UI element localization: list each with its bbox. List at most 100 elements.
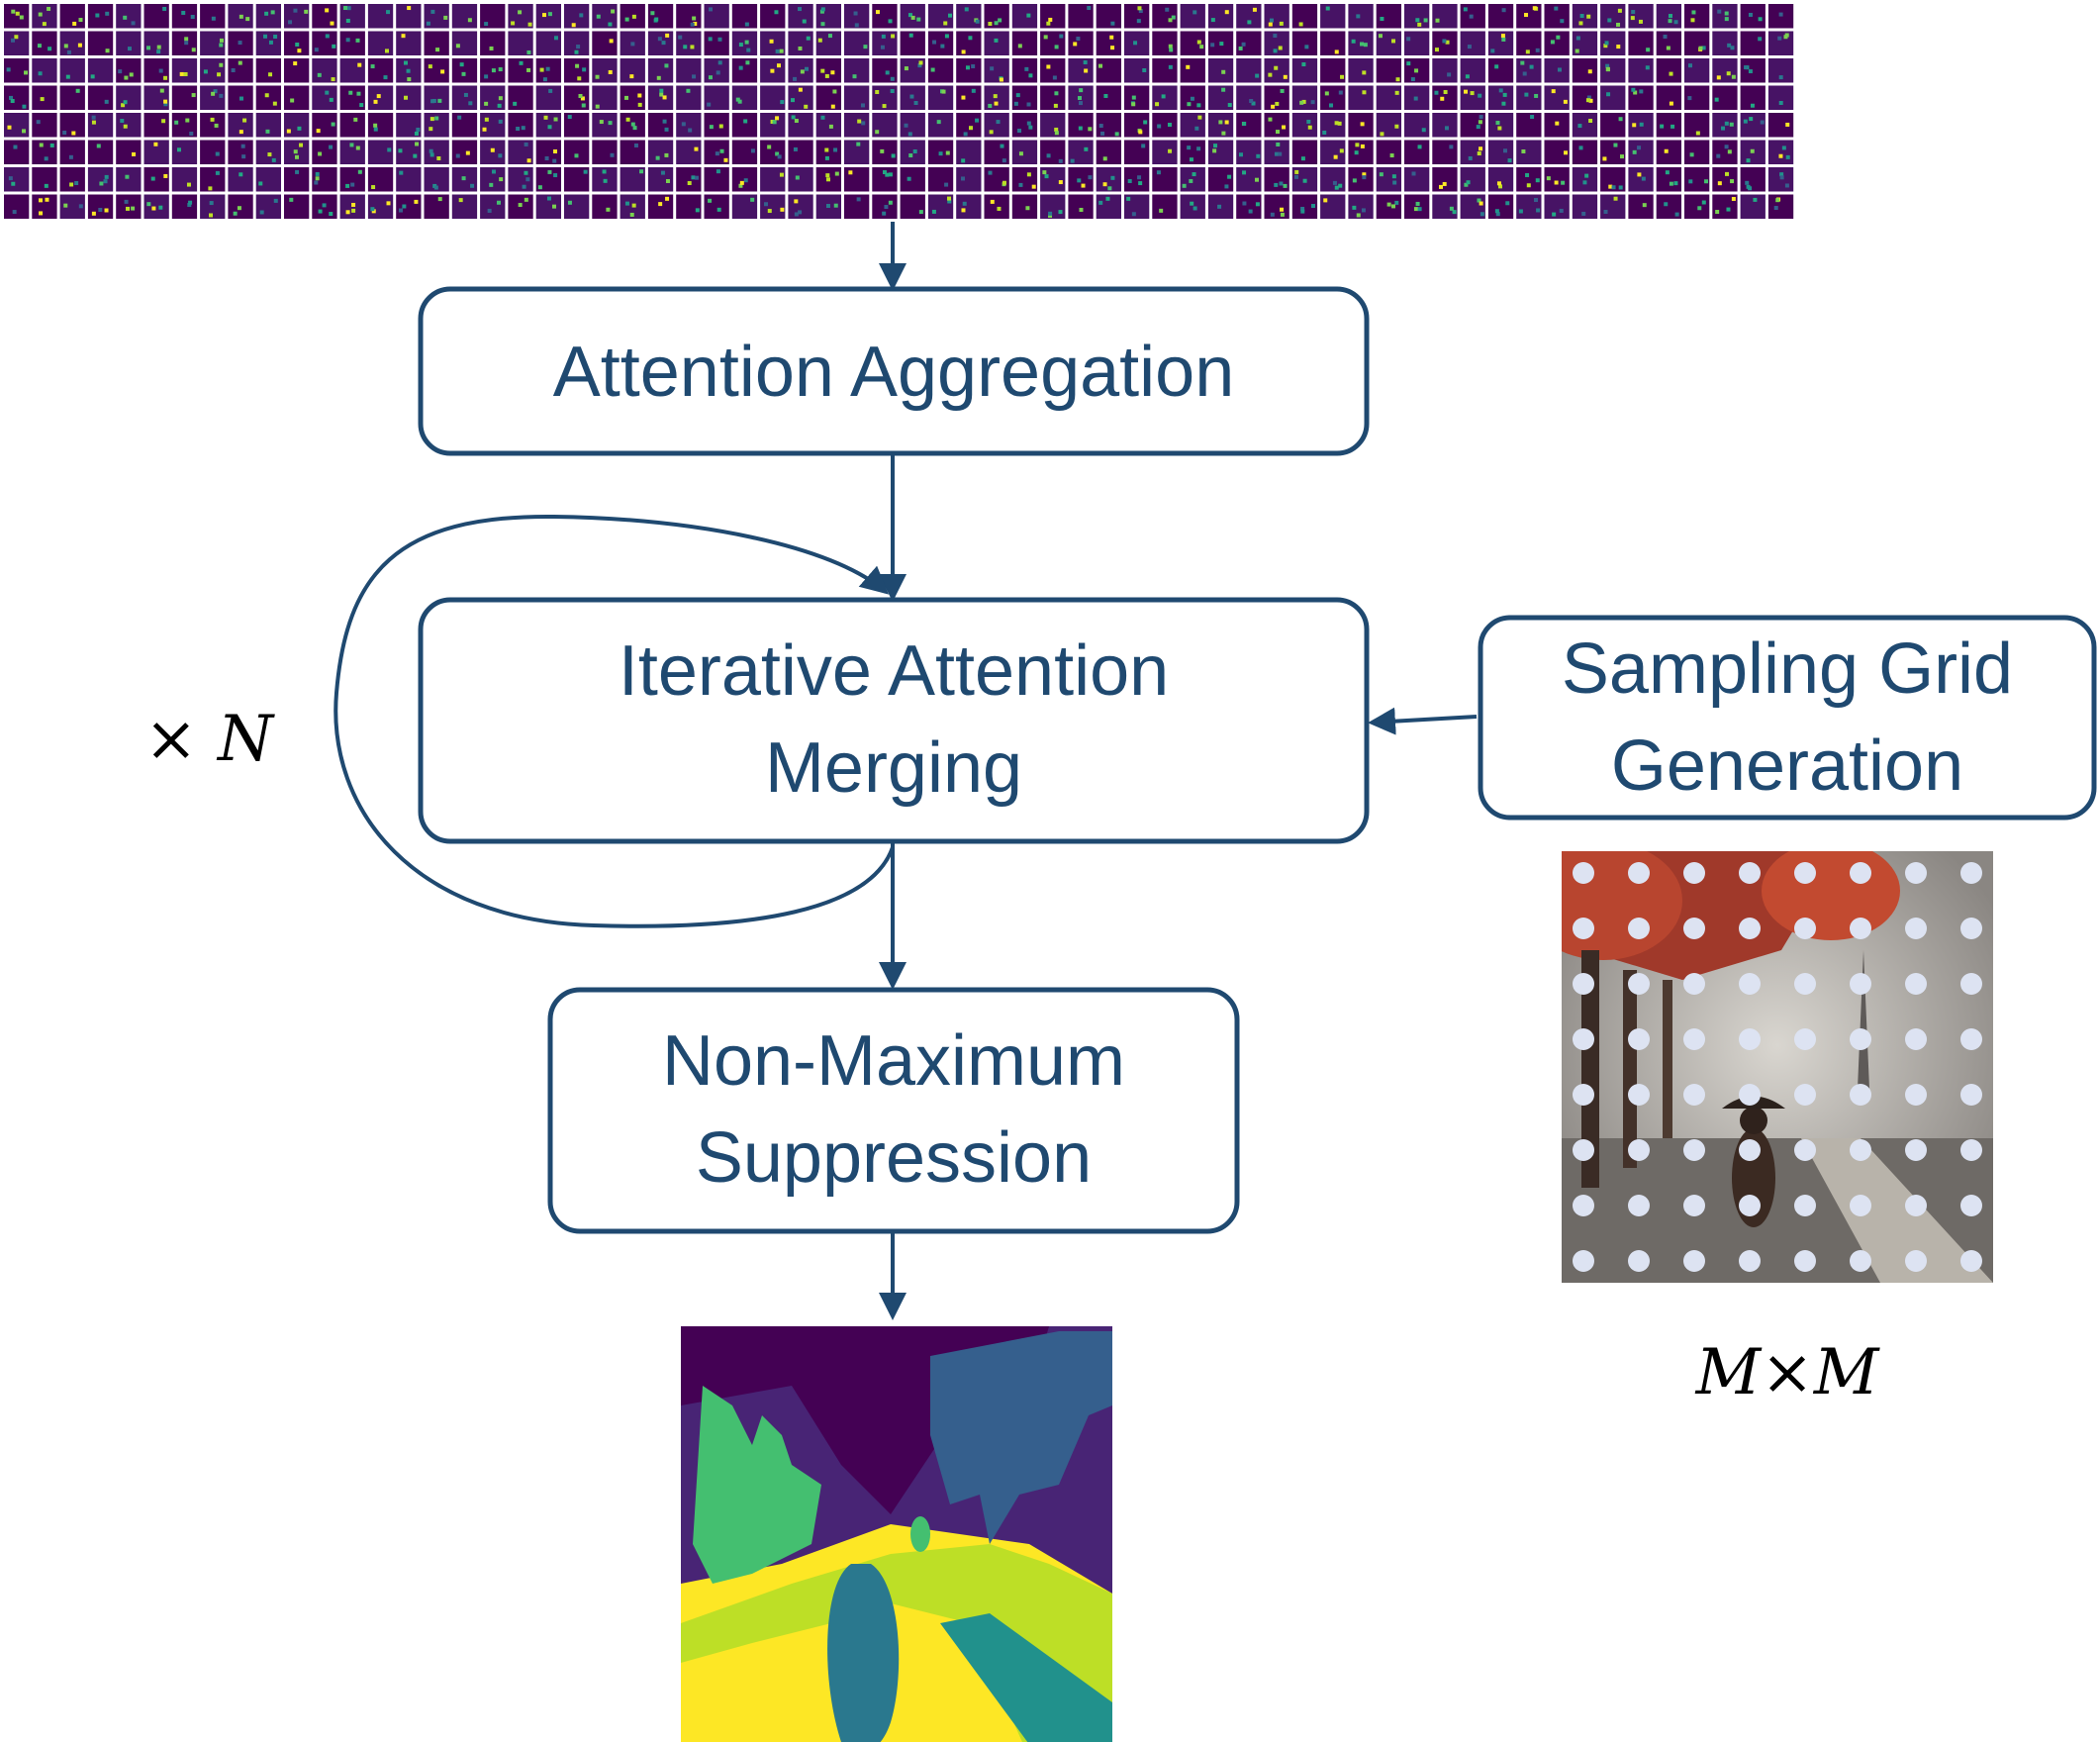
attention-hotspot bbox=[798, 210, 803, 215]
attention-hotspot bbox=[794, 199, 799, 204]
sampling-grid-dot bbox=[1905, 1028, 1927, 1050]
attention-hotspot bbox=[745, 60, 750, 65]
attention-hotspot bbox=[359, 103, 364, 108]
sampling-grid-dot bbox=[1794, 1250, 1816, 1272]
attention-hotspot bbox=[1137, 6, 1142, 11]
attention-hotspot bbox=[1467, 45, 1472, 49]
attention-hotspot bbox=[996, 120, 1001, 125]
attention-hotspot bbox=[470, 183, 475, 188]
attention-map-cell bbox=[87, 58, 114, 83]
attention-map-cell bbox=[731, 85, 758, 110]
attention-hotspot bbox=[1044, 174, 1049, 179]
attention-hotspot bbox=[1660, 124, 1665, 129]
attention-hotspot bbox=[716, 169, 720, 174]
attention-map-cell bbox=[956, 4, 982, 29]
attention-hotspot bbox=[912, 149, 917, 154]
attention-hotspot bbox=[1280, 207, 1285, 212]
attention-hotspot bbox=[1052, 75, 1057, 80]
attention-hotspot bbox=[1105, 196, 1110, 201]
attention-hotspot bbox=[861, 121, 866, 126]
attention-hotspot bbox=[916, 17, 921, 22]
attention-hotspot bbox=[1494, 64, 1499, 69]
attention-hotspot bbox=[1529, 64, 1534, 69]
attention-map-cell bbox=[872, 4, 898, 29]
attention-map-cell bbox=[1516, 140, 1542, 164]
attention-hotspot bbox=[630, 122, 635, 127]
attention-hotspot bbox=[1730, 179, 1735, 184]
attention-hotspot bbox=[240, 144, 245, 148]
sampling-grid-dot bbox=[1960, 862, 1982, 884]
attention-hotspot bbox=[1249, 99, 1254, 104]
attention-hotspot bbox=[717, 60, 722, 65]
attention-hotspot bbox=[163, 99, 168, 104]
attention-map-cell bbox=[508, 85, 533, 110]
attention-hotspot bbox=[1521, 148, 1526, 153]
attention-map-cell bbox=[1348, 58, 1374, 83]
sampling-grid-dot bbox=[1794, 862, 1816, 884]
attention-hotspot bbox=[631, 14, 636, 19]
sampling-grid-box: Sampling Grid Generation bbox=[1478, 615, 2097, 821]
attention-hotspot bbox=[908, 153, 913, 158]
sampling-grid-dot bbox=[1960, 1250, 1982, 1272]
attention-map-cell bbox=[1152, 31, 1178, 55]
attention-hotspot bbox=[1495, 121, 1500, 126]
attention-hotspot bbox=[777, 154, 782, 159]
attention-hotspot bbox=[1646, 48, 1651, 52]
attention-hotspot bbox=[443, 15, 448, 20]
attention-hotspot bbox=[654, 17, 659, 22]
attention-hotspot bbox=[348, 90, 353, 95]
attention-hotspot bbox=[1300, 206, 1305, 211]
attention-hotspot bbox=[1414, 207, 1419, 212]
attention-hotspot bbox=[775, 116, 780, 121]
attention-hotspot bbox=[71, 131, 76, 136]
attention-hotspot bbox=[774, 10, 779, 15]
attention-hotspot bbox=[22, 129, 27, 134]
attention-hotspot bbox=[518, 203, 523, 208]
attention-hotspot bbox=[345, 18, 350, 23]
attention-map-cell bbox=[339, 58, 365, 83]
attention-hotspot bbox=[968, 126, 973, 131]
attention-hotspot bbox=[790, 98, 795, 103]
attention-map-cell bbox=[1740, 4, 1766, 29]
attention-map-cell bbox=[927, 85, 954, 110]
attention-hotspot bbox=[1669, 181, 1673, 186]
attention-hotspot bbox=[553, 173, 558, 178]
attention-hotspot bbox=[633, 143, 638, 147]
attention-hotspot bbox=[215, 151, 220, 156]
attention-hotspot bbox=[44, 156, 48, 161]
attention-hotspot bbox=[1522, 71, 1527, 76]
attention-hotspot bbox=[1078, 101, 1083, 106]
sampling-grid-dot bbox=[1960, 918, 1982, 939]
attention-hotspot bbox=[63, 44, 68, 48]
attention-hotspot bbox=[315, 171, 320, 176]
attention-hotspot bbox=[1760, 120, 1765, 125]
attention-map-cell bbox=[1152, 194, 1178, 219]
attention-map-cell bbox=[451, 85, 478, 110]
attention-map-cell bbox=[1291, 113, 1318, 138]
attention-map-cell bbox=[1152, 167, 1178, 192]
attention-hotspot bbox=[1276, 142, 1281, 146]
attention-hotspot bbox=[772, 120, 777, 125]
attention-map-cell bbox=[1236, 194, 1262, 219]
attention-hotspot bbox=[350, 182, 355, 187]
attention-hotspot bbox=[1698, 46, 1703, 50]
attention-hotspot bbox=[793, 76, 798, 81]
sampling-grid-dot bbox=[1850, 1195, 1871, 1216]
attention-hotspot bbox=[1717, 181, 1722, 186]
attention-hotspot bbox=[770, 68, 775, 73]
sampling-grid-dot bbox=[1794, 1084, 1816, 1106]
attention-hotspot bbox=[522, 184, 526, 189]
attention-hotspot bbox=[1028, 73, 1033, 78]
attention-hotspot bbox=[1505, 201, 1510, 206]
arrow-grid-to-merging bbox=[1368, 707, 1478, 735]
attention-hotspot bbox=[91, 211, 96, 216]
attention-hotspot bbox=[891, 153, 896, 158]
attention-map-cell bbox=[788, 31, 813, 55]
attention-hotspot bbox=[944, 34, 949, 39]
attention-hotspot bbox=[146, 46, 151, 50]
attention-hotspot bbox=[8, 176, 13, 181]
attention-hotspot bbox=[1726, 71, 1731, 76]
attention-map-cell bbox=[956, 85, 982, 110]
attention-hotspot bbox=[211, 16, 216, 21]
attention-hotspot bbox=[1411, 171, 1416, 176]
